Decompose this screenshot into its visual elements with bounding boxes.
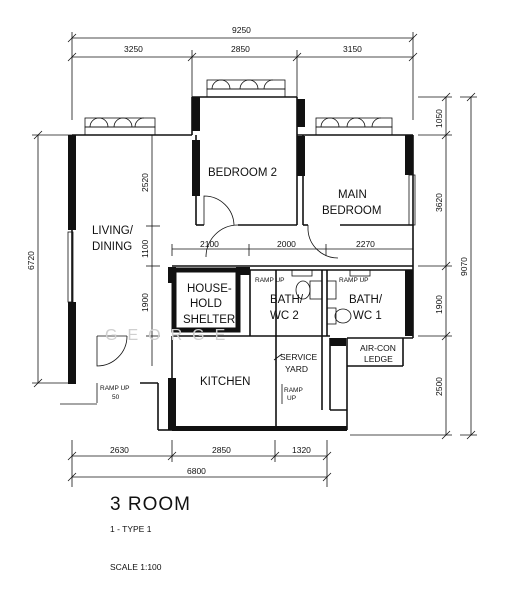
- room-aircon-line2: LEDGE: [364, 354, 393, 364]
- ramp-up-yard-line2: UP: [287, 395, 296, 402]
- room-labels: BEDROOM 2 MAIN BEDROOM LIVING/ DINING HO…: [92, 167, 396, 388]
- ramp-up-yard-line1: RAMP: [284, 387, 303, 394]
- dim-left-1: 2520: [140, 173, 150, 192]
- room-shelter-line1: HOUSE-: [187, 283, 232, 295]
- room-main-bedroom-line1: MAIN: [338, 189, 367, 201]
- dim-top-2: 2850: [231, 44, 250, 54]
- room-living-line1: LIVING/: [92, 225, 134, 237]
- structural-blocks: [68, 97, 413, 431]
- dim-mid-3: 2270: [356, 239, 375, 249]
- top-dimensions: 9250 3250 2850 3150: [67, 25, 418, 120]
- room-living-line2: DINING: [92, 241, 132, 253]
- ramp-up-entrance: RAMP UP: [100, 385, 130, 392]
- dim-left-total: 6720: [26, 251, 36, 270]
- middle-dimensions: 2100 2000 2270: [171, 239, 414, 256]
- dim-mid-1: 2100: [200, 239, 219, 249]
- room-aircon-line1: AIR-CON: [360, 343, 396, 353]
- dim-right-3: 1900: [434, 295, 444, 314]
- room-main-bedroom-line2: BEDROOM: [322, 205, 381, 217]
- room-shelter-line2: HOLD: [190, 298, 222, 310]
- room-shelter-line3: SHELTER: [183, 314, 235, 326]
- dim-top-3: 3150: [343, 44, 362, 54]
- right-dimensions: 1050 3620 1900 2500 9070: [350, 92, 477, 440]
- plan-title: 3 ROOM: [110, 494, 191, 515]
- dim-right-total: 9070: [459, 257, 469, 276]
- dim-mid-2: 2000: [277, 239, 296, 249]
- dim-right-1: 1050: [434, 109, 444, 128]
- room-bedroom-2: BEDROOM 2: [208, 167, 277, 179]
- room-kitchen: KITCHEN: [200, 376, 250, 388]
- room-bath-2-line2: WC 2: [270, 310, 299, 322]
- dim-top-total: 9250: [232, 25, 251, 35]
- doors: [96, 195, 339, 367]
- room-bath-1-line1: BATH/: [349, 294, 383, 306]
- watermark: GEORGE: [105, 327, 235, 344]
- dim-right-4: 2500: [434, 377, 444, 396]
- plan-scale: SCALE 1:100: [110, 562, 162, 572]
- ramp-annotations: RAMP UP RAMP UP RAMP UP RAMP UP 50: [60, 277, 369, 405]
- dim-top-1: 3250: [124, 44, 143, 54]
- windows: [67, 79, 416, 303]
- room-bath-2-line1: BATH/: [270, 294, 304, 306]
- bottom-dimensions: 2630 2850 1320 6800: [67, 440, 332, 487]
- dim-bottom-total: 6800: [187, 466, 206, 476]
- dim-right-2: 3620: [434, 193, 444, 212]
- ramp-up-bath2: RAMP UP: [255, 277, 285, 284]
- left-dimensions: 6720 2520 1100 1900: [26, 130, 160, 388]
- ramp-number: 50: [112, 394, 120, 401]
- room-bath-1-line2: WC 1: [353, 310, 382, 322]
- dim-bottom-1: 2630: [110, 445, 129, 455]
- dim-bottom-2: 2850: [212, 445, 231, 455]
- plan-subtitle: 1 - TYPE 1: [110, 524, 152, 534]
- dim-bottom-3: 1320: [292, 445, 311, 455]
- fixtures: [291, 269, 371, 325]
- ramp-up-bath1: RAMP UP: [339, 277, 369, 284]
- room-service-line2: YARD: [285, 364, 308, 374]
- dim-left-2: 1100: [140, 239, 150, 258]
- footer: 3 ROOM 1 - TYPE 1 SCALE 1:100: [110, 494, 191, 572]
- dim-left-3: 1900: [140, 293, 150, 312]
- room-service-line1: SERVICE: [280, 352, 317, 362]
